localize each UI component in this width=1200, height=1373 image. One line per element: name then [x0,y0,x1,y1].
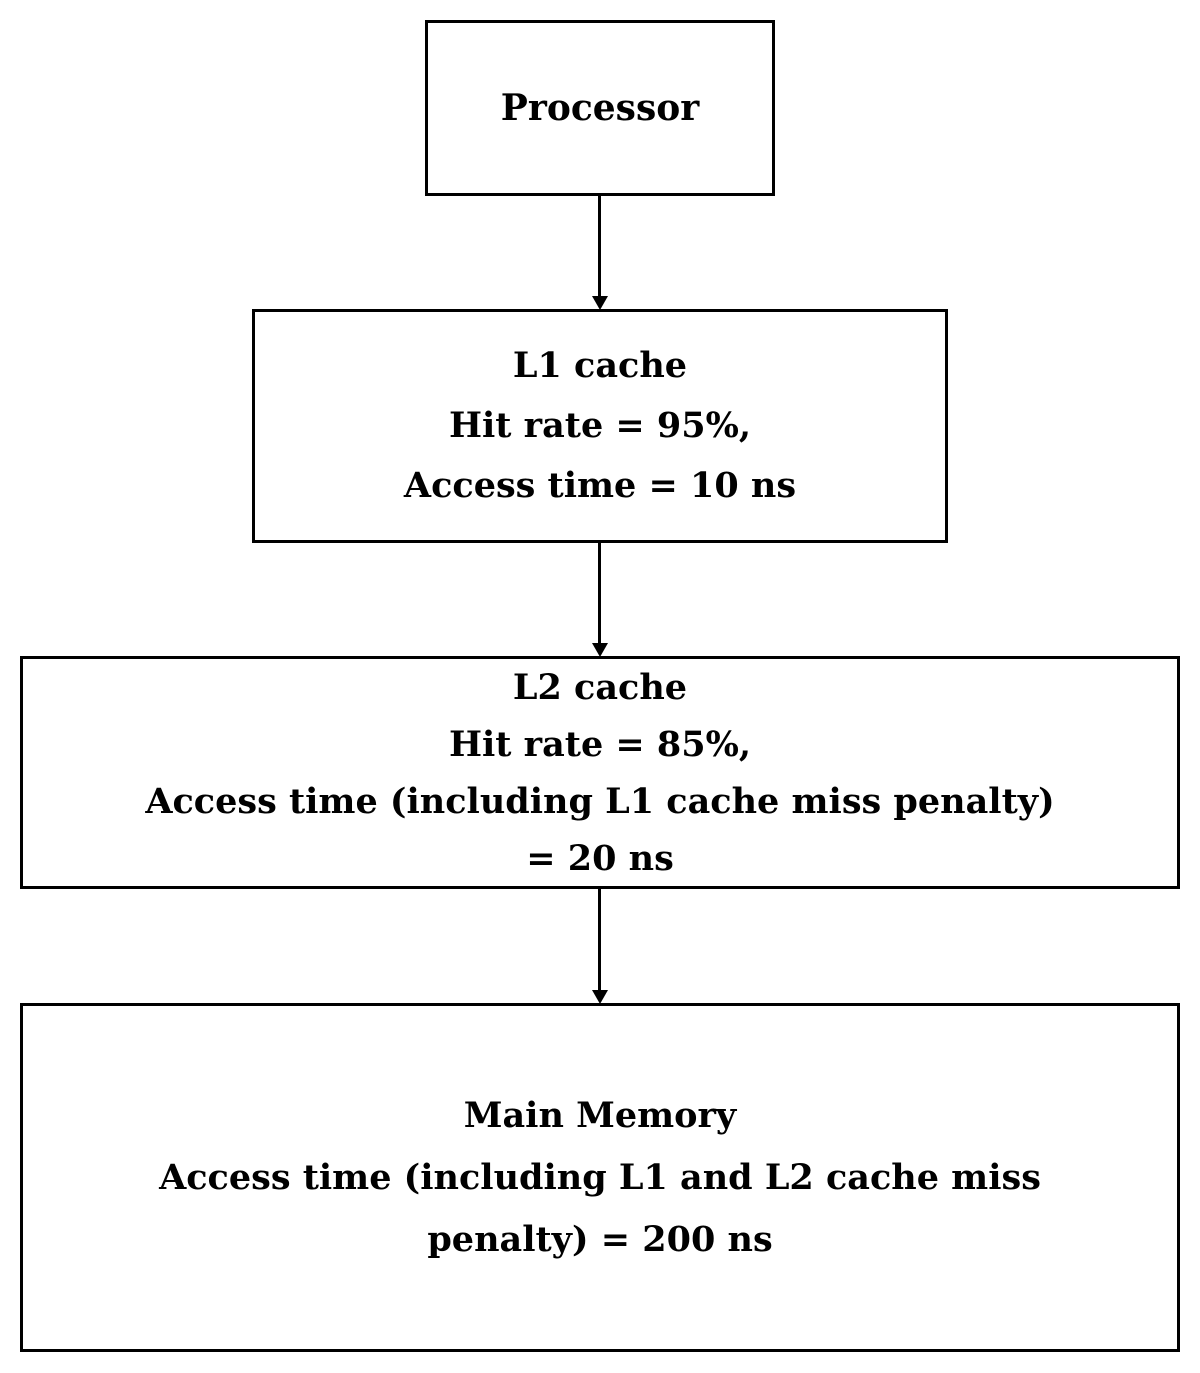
l1-cache-access-time: Access time = 10 ns [403,465,797,506]
arrow-l1-to-l2-head [592,643,608,657]
main-memory-access-time: Access time (including L1 and L2 cache m… [159,1156,1041,1198]
l2-cache-access-time-value: = 20 ns [526,837,674,879]
l2-cache-box: L2 cache Hit rate = 85%, Access time (in… [20,656,1180,889]
l1-cache-hit-rate: Hit rate = 95%, [448,405,752,446]
arrow-processor-to-l1 [598,196,601,297]
l1-cache-title: L1 cache [512,345,688,386]
processor-box: Processor [425,20,775,196]
main-memory-box: Main Memory Access time (including L1 an… [20,1003,1180,1352]
l2-cache-hit-rate: Hit rate = 85%, [448,723,752,765]
main-memory-access-time-value: penalty) = 200 ns [427,1218,773,1260]
arrow-l2-to-main-memory-head [592,990,608,1004]
processor-label: Processor [500,87,700,129]
arrow-l2-to-main-memory [598,889,601,991]
l2-cache-title: L2 cache [512,666,688,708]
arrow-processor-to-l1-head [592,296,608,310]
arrow-l1-to-l2 [598,543,601,644]
l2-cache-access-time: Access time (including L1 cache miss pen… [145,780,1055,822]
l1-cache-box: L1 cache Hit rate = 95%, Access time = 1… [252,309,948,543]
main-memory-title: Main Memory [463,1094,737,1136]
